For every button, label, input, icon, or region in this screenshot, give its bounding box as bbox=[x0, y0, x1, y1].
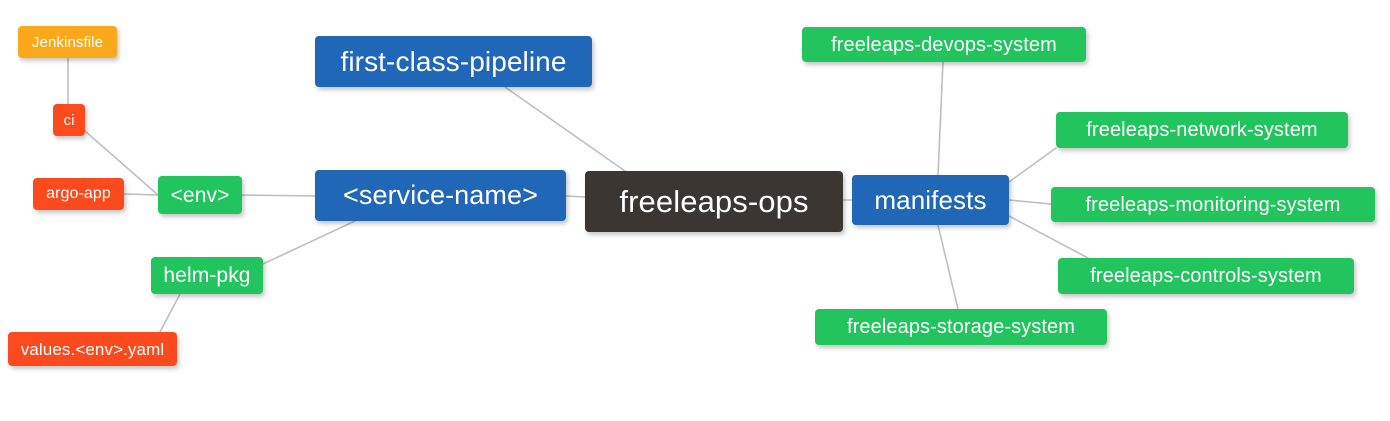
node-helm-pkg[interactable]: helm-pkg bbox=[151, 257, 263, 294]
node-ci[interactable]: ci bbox=[53, 104, 85, 136]
node-network-system[interactable]: freeleaps-network-system bbox=[1056, 112, 1348, 148]
node-devops-system[interactable]: freeleaps-devops-system bbox=[802, 27, 1086, 62]
edge-manifests-to-controls-system bbox=[1008, 215, 1089, 259]
node-manifests[interactable]: manifests bbox=[852, 175, 1009, 225]
edge-first-class-pipeline-to-freeleaps-ops bbox=[504, 86, 626, 172]
edge-manifests-to-monitoring-system bbox=[1008, 199, 1052, 205]
node-service-name[interactable]: <service-name> bbox=[315, 170, 566, 221]
node-first-class-pipeline[interactable]: first-class-pipeline bbox=[315, 36, 592, 87]
edge-env-to-service-name bbox=[241, 194, 316, 197]
edge-helm-pkg-to-values-yaml bbox=[159, 293, 181, 333]
edge-argo-app-to-env bbox=[123, 193, 159, 196]
edge-manifests-to-network-system bbox=[1008, 147, 1057, 183]
node-freeleaps-ops[interactable]: freeleaps-ops bbox=[585, 171, 843, 232]
node-controls-system[interactable]: freeleaps-controls-system bbox=[1058, 258, 1354, 294]
node-env[interactable]: <env> bbox=[158, 176, 242, 214]
node-jenkinsfile[interactable]: Jenkinsfile bbox=[18, 26, 117, 58]
edge-manifests-to-storage-system bbox=[937, 224, 959, 310]
edge-manifests-to-devops-system bbox=[937, 61, 944, 176]
node-storage-system[interactable]: freeleaps-storage-system bbox=[815, 309, 1107, 345]
edge-service-name-to-freeleaps-ops bbox=[565, 195, 586, 198]
node-argo-app[interactable]: argo-app bbox=[33, 178, 124, 210]
edge-service-name-to-helm-pkg bbox=[262, 220, 356, 265]
node-monitoring-system[interactable]: freeleaps-monitoring-system bbox=[1051, 187, 1375, 222]
node-values-yaml[interactable]: values.<env>.yaml bbox=[8, 332, 177, 366]
